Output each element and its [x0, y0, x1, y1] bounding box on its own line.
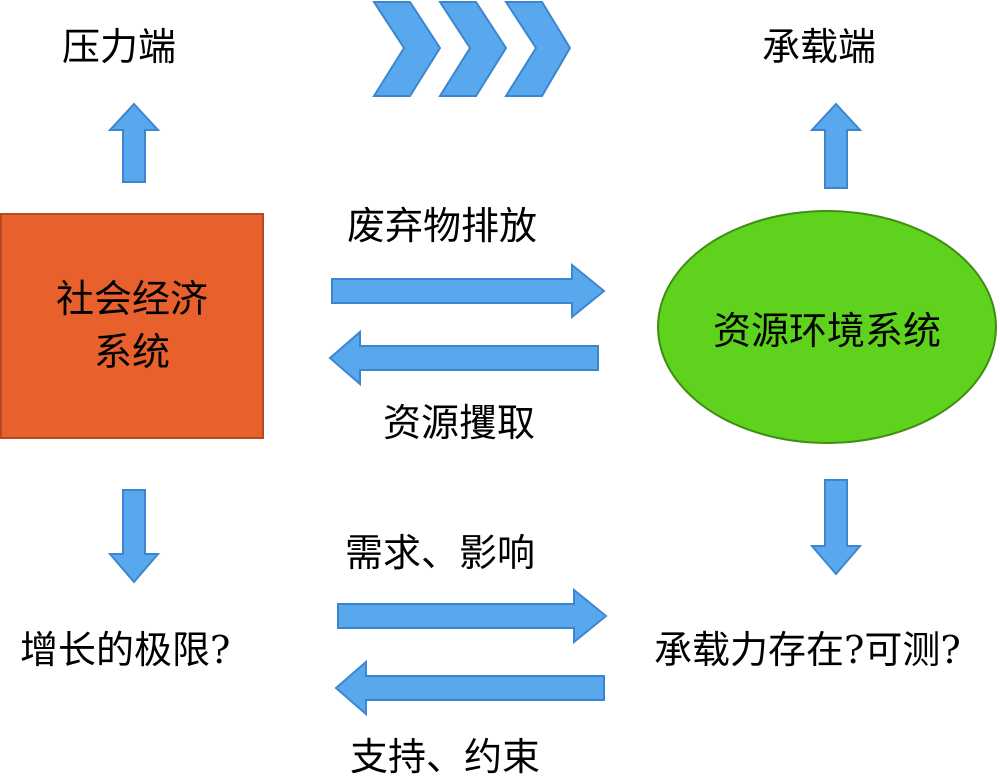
- right-arrow-demand-icon: [337, 587, 608, 645]
- socio-economic-system-label: 社会经济 系统: [55, 276, 208, 374]
- resource-environment-system-label: 资源环境系统: [712, 308, 941, 353]
- capacity-question-label: 承载力存在?可测?: [654, 628, 961, 672]
- pressure-end-label: 压力端: [62, 25, 177, 69]
- waste-emission-label: 废弃物排放: [347, 204, 538, 248]
- up-arrow-right-icon: [809, 102, 863, 189]
- up-arrow-left-icon: [107, 102, 161, 183]
- chevron-arrows-icon: [372, 0, 572, 97]
- resource-extraction-label: 资源攫取: [383, 401, 536, 445]
- carrying-end-label: 承载端: [762, 25, 877, 69]
- left-arrow-extraction-icon: [328, 329, 599, 387]
- support-constraint-label: 支持、约束: [350, 735, 541, 779]
- right-arrow-waste-icon: [331, 262, 606, 320]
- left-arrow-support-icon: [334, 659, 605, 717]
- down-arrow-right-icon: [809, 479, 863, 576]
- socio-economic-system-node: 社会经济 系统: [0, 213, 264, 439]
- growth-limits-label: 增长的极限?: [20, 628, 231, 672]
- resource-environment-system-node: 资源环境系统: [657, 210, 997, 444]
- down-arrow-left-icon: [107, 489, 161, 584]
- demand-influence-label: 需求、影响: [345, 531, 536, 575]
